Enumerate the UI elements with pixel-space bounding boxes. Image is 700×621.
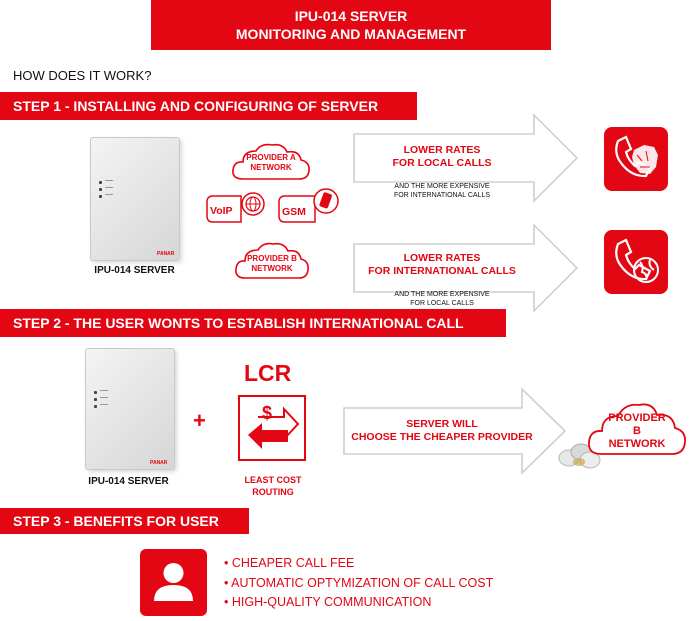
provider-b-cloud: PROVIDER B NETWORK	[232, 240, 312, 284]
brand-logo: PANAR	[150, 460, 168, 466]
device-caption: IPU-014 SERVER	[88, 476, 169, 487]
user-icon	[140, 549, 207, 616]
server-device: PANAR	[85, 348, 175, 470]
provider-a-line1: PROVIDER A	[246, 153, 296, 162]
lcr-caption: LEAST COST ROUTING	[233, 474, 313, 498]
arrow2-main-1: LOWER RATES	[403, 252, 481, 264]
provider-a-cloud: PROVIDER A NETWORK	[229, 141, 313, 185]
arrow1-main-1: LOWER RATES	[403, 144, 481, 156]
benefit-item: • CHEAPER CALL FEE	[224, 556, 355, 570]
step-2-bar: STEP 2 - THE USER WONTS TO ESTABLISH INT…	[0, 309, 506, 337]
benefit-item: • AUTOMATIC OPTYMIZATION OF CALL COST	[224, 575, 494, 590]
arrow-right-icon	[343, 387, 567, 475]
arrow-local-rates: LOWER RATES FOR LOCAL CALLS AND THE MORE…	[352, 112, 580, 204]
arrow-right-icon	[353, 223, 579, 313]
benefit-item: • HIGH-QUALITY COMMUNICATION	[224, 595, 432, 609]
cloud-icon	[588, 403, 686, 455]
gsm-label: GSM	[282, 206, 306, 218]
lcr-caption-line1: LEAST COST	[244, 475, 302, 485]
benefits-list: • CHEAPER CALL FEE • AUTOMATIC OPTYMIZAT…	[224, 554, 493, 613]
provider-b-network-cloud: PROVIDER B NETWORK	[585, 398, 689, 462]
coins-icon	[557, 438, 603, 470]
cloud-icon	[232, 143, 310, 180]
mobile-phone-icon	[319, 192, 332, 209]
arrow2-main-2: FOR INTERNATIONAL CALLS	[368, 265, 516, 277]
arrow1-sub-2: FOR INTERNATIONAL CALLS	[393, 192, 491, 199]
provider-b-line2: NETWORK	[251, 264, 293, 273]
arrow3-line2: CHOOSE THE CHEAPER PROVIDER	[351, 431, 533, 443]
provider-b-network-line1: PROVIDER	[608, 412, 666, 424]
provider-b-network-line2: B	[633, 425, 641, 437]
arrow1-sub-1: AND THE MORE EXPENSIVE	[394, 183, 490, 190]
svg-text:$: $	[262, 403, 272, 423]
step-1-bar: STEP 1 - INSTALLING AND CONFIGURING OF S…	[0, 92, 417, 120]
plus-sign: +	[193, 408, 206, 433]
title-line-2: MONITORING AND MANAGEMENT	[235, 26, 467, 42]
brand-logo: PANAR	[157, 251, 175, 257]
phone-globe-icon	[604, 230, 668, 294]
provider-b-line1: PROVIDER B	[247, 254, 297, 263]
arrow3-line1: SERVER WILL	[406, 418, 478, 430]
device-caption: IPU-014 SERVER	[94, 265, 175, 276]
voip-label: VoIP	[210, 205, 233, 217]
phone-poland-map-icon	[604, 127, 668, 191]
arrow2-sub-2: FOR LOCAL CALLS	[410, 300, 474, 307]
voip-badge: VoIP	[203, 190, 269, 228]
gsm-badge: GSM	[275, 186, 341, 228]
server-device: PANAR	[90, 137, 180, 261]
arrow-international-rates: LOWER RATES FOR INTERNATIONAL CALLS AND …	[352, 222, 580, 314]
arrow2-sub-1: AND THE MORE EXPENSIVE	[394, 291, 490, 298]
arrow-right-icon	[353, 113, 579, 203]
globe-icon	[245, 196, 261, 212]
title-banner: IPU-014 SERVER MONITORING AND MANAGEMENT	[151, 0, 551, 50]
lcr-routing-icon: $	[238, 395, 306, 461]
lcr-title: LCR	[244, 360, 292, 386]
lcr-caption-line2: ROUTING	[252, 487, 294, 497]
cloud-icon	[235, 242, 309, 279]
step-3-bar: STEP 3 - BENEFITS FOR USER	[0, 508, 249, 534]
provider-a-line2: NETWORK	[250, 163, 292, 172]
arrow-cheaper-provider: SERVER WILL CHOOSE THE CHEAPER PROVIDER	[342, 386, 568, 476]
arrow1-main-2: FOR LOCAL CALLS	[392, 157, 492, 169]
provider-b-network-line3: NETWORK	[608, 438, 666, 450]
title-line-1: IPU-014 SERVER	[294, 8, 408, 24]
intro-heading: HOW DOES IT WORK?	[13, 68, 152, 83]
